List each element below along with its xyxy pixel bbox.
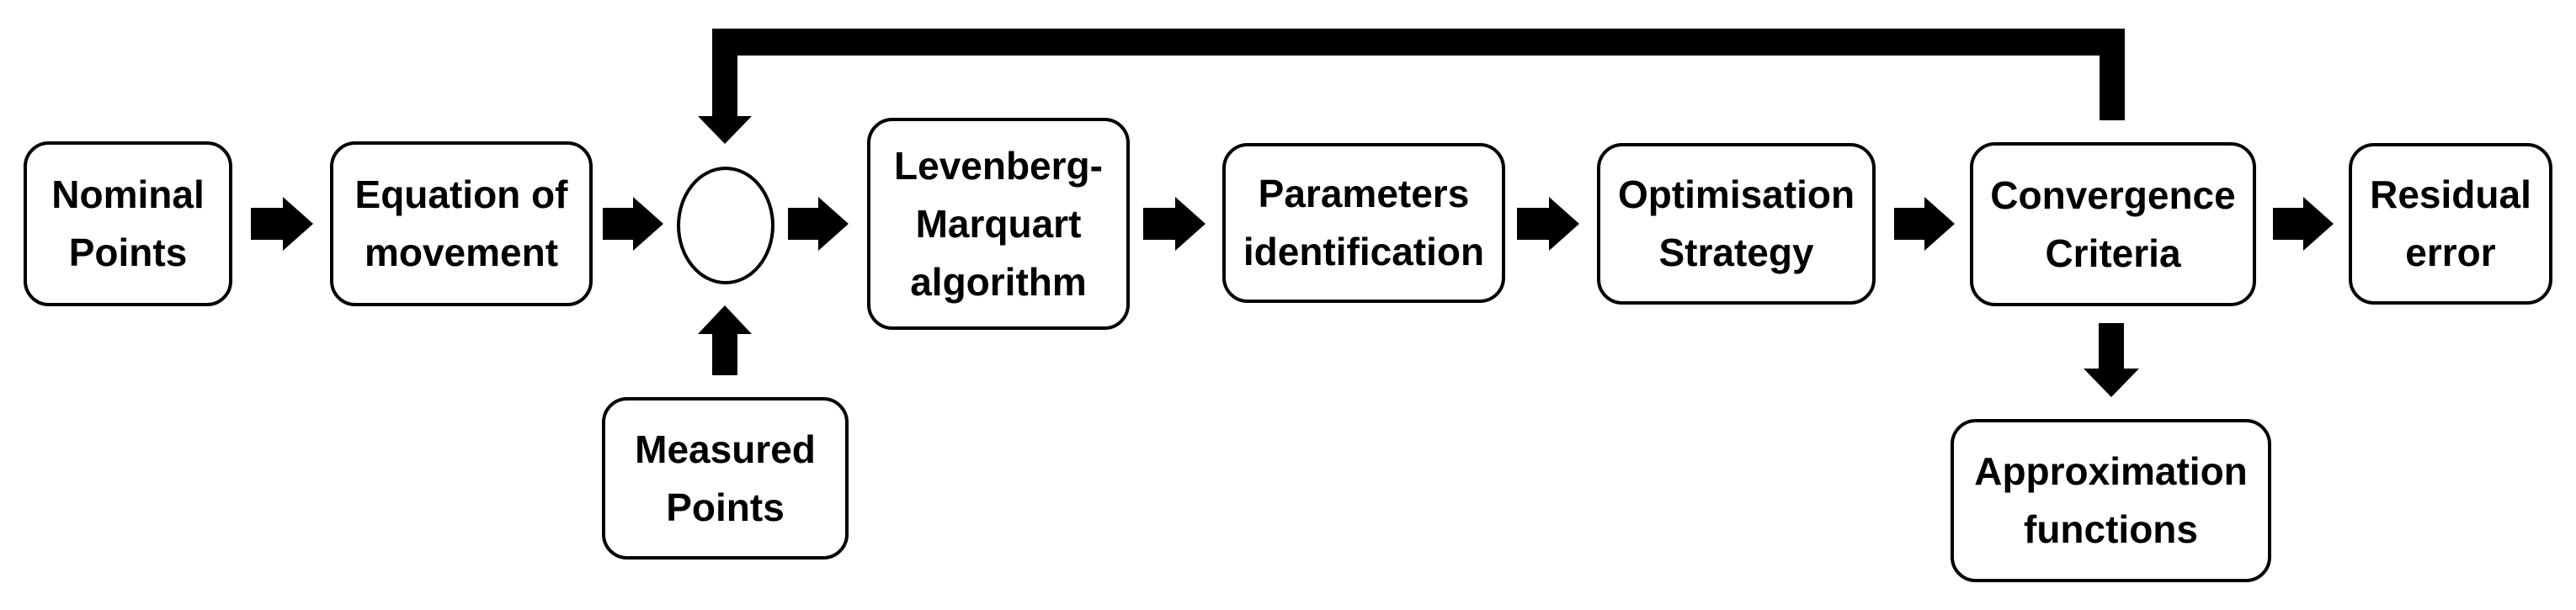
node-equation-of-movement: Equation of movement: [330, 141, 593, 306]
node-nominal-points: Nominal Points: [24, 141, 232, 306]
node-nominal-points-label: Nominal Points: [51, 172, 205, 274]
node-residual-error-label: Residual error: [2370, 172, 2531, 274]
node-convergence-criteria: Convergence Criteria: [1970, 142, 2256, 306]
arrow-equation-to-junction: [603, 197, 663, 251]
node-approximation-functions: Approximation functions: [1951, 419, 2271, 582]
node-measured-points: Measured Points: [602, 397, 849, 560]
feedback-line-top: [712, 29, 2125, 56]
feedback-line-left: [712, 29, 737, 116]
node-convergence-criteria-label: Convergence Criteria: [1990, 172, 2236, 275]
arrow-junction-to-levenberg: [788, 197, 849, 251]
node-optimisation-strategy-label: Optimisation Strategy: [1617, 172, 1855, 274]
arrow-optimisation-to-convergence: [1894, 197, 1955, 251]
node-parameters-identification-label: Parameters identification: [1243, 172, 1485, 273]
node-residual-error: Residual error: [2349, 143, 2552, 305]
feedback-arrowhead: [698, 116, 752, 144]
node-equation-of-movement-label: Equation of movement: [354, 172, 568, 274]
node-measured-points-label: Measured Points: [635, 427, 816, 529]
arrow-convergence-to-residual: [2273, 197, 2334, 251]
node-optimisation-strategy: Optimisation Strategy: [1597, 143, 1876, 305]
arrow-levenberg-to-parameters: [1143, 197, 1206, 251]
node-approximation-functions-label: Approximation functions: [1974, 449, 2248, 551]
arrow-convergence-to-approximation: [2084, 323, 2139, 397]
arrow-measured-to-junction: [698, 305, 752, 375]
node-parameters-identification: Parameters identification: [1222, 143, 1505, 303]
node-levenberg-marquart-algorithm-label: Levenberg- Marquart algorithm: [894, 143, 1103, 304]
node-levenberg-marquart-algorithm: Levenberg- Marquart algorithm: [867, 118, 1130, 330]
node-junction-circle: [677, 167, 774, 284]
arrow-parameters-to-optimisation: [1517, 197, 1579, 251]
arrow-nominal-to-equation: [251, 197, 313, 251]
